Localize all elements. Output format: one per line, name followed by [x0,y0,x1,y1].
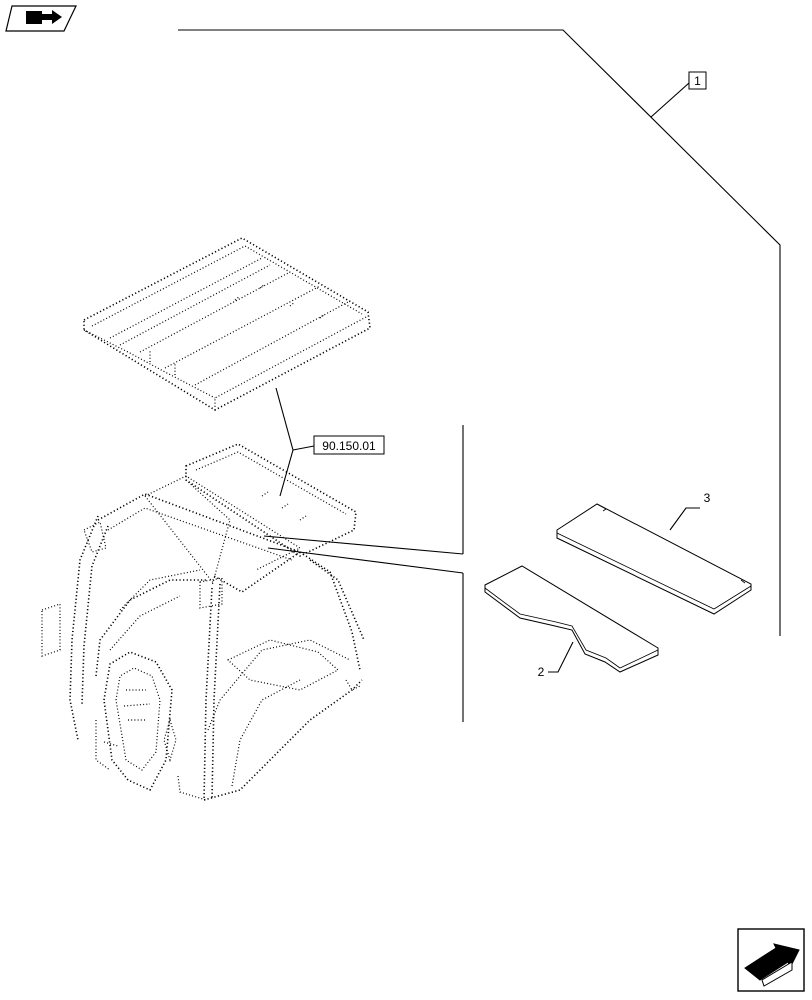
ref-90-150-01-label: 90.150.01 [322,439,376,453]
book-arrow-icon[interactable] [5,5,77,32]
callout-3-label: 3 [704,491,711,505]
ref-90-150-01-leader: 90.150.01 [275,387,385,497]
callout-2-label: 2 [538,665,545,679]
floor-mat-3: 3 [556,491,752,615]
callout-1-label: 1 [694,74,701,88]
floor-mat-leaders [263,425,464,722]
next-page-arrow-icon[interactable] [737,928,805,992]
callout-1-leader: 1 [178,29,781,636]
floor-mat-2: 2 [484,565,659,679]
cab-roof [83,237,371,411]
cab-frame [41,443,365,801]
